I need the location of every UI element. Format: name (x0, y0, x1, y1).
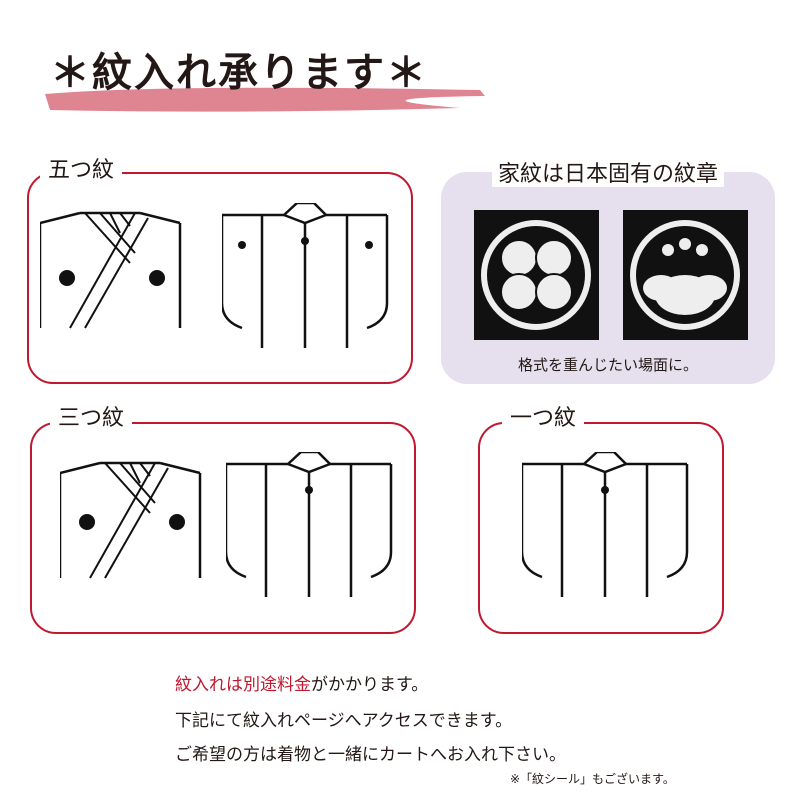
brush-stroke (45, 87, 485, 112)
paulownia-crest-icon (623, 210, 748, 340)
panel-title: 家紋は日本固有の紋章 (441, 156, 775, 188)
note-cart: ご希望の方は着物と一緒にカートへお入れ下さい。 (175, 745, 566, 765)
kimono-front-three (60, 461, 202, 580)
crossed-bands-crest-icon (474, 210, 599, 340)
kimono-back-five (222, 203, 389, 350)
kimono-front-five (40, 211, 182, 330)
kimono-back-three (226, 452, 393, 599)
five-crest-label: 五つ紋 (40, 158, 123, 184)
note-sticker: ※「紋シール」もございます。 (510, 772, 675, 786)
note-fee: 紋入れは別途料金がかかります。 (175, 670, 428, 695)
panel-caption: 格式を重んじたい場面に。 (517, 356, 698, 374)
page-title: ＊紋入れ承ります＊ (50, 49, 428, 96)
kimono-back-one (522, 452, 689, 599)
note-access: 下記にて紋入れページへアクセスできます。 (175, 711, 513, 731)
five-crest-box (27, 172, 413, 384)
one-crest-label: 一つ紋 (502, 406, 585, 432)
note-fee-highlight: 紋入れは別途料金 (175, 675, 311, 695)
three-crest-label: 三つ紋 (50, 406, 133, 432)
one-crest-box (478, 422, 724, 634)
note-fee-rest: がかかります。 (311, 675, 429, 695)
three-crest-box (30, 422, 416, 634)
